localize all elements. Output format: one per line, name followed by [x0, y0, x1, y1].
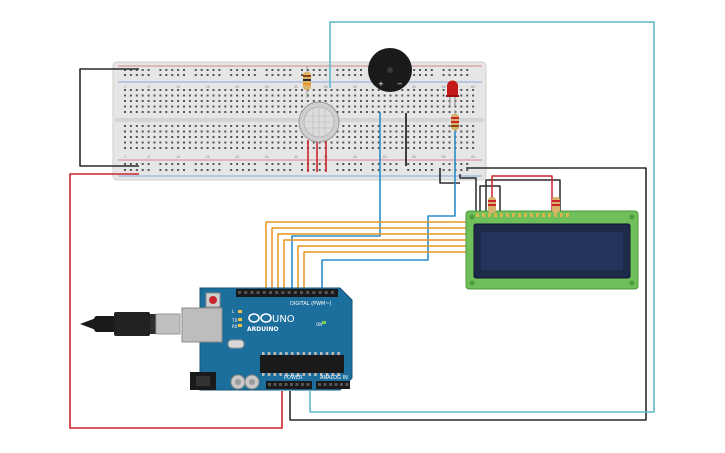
- row-number: 25: [265, 85, 269, 89]
- resistor-lcd-right[interactable]: [552, 197, 560, 213]
- row-number: 60: [471, 155, 475, 159]
- row-number: 20: [235, 85, 239, 89]
- wires: [69, 21, 655, 429]
- power-label: POWER: [284, 375, 303, 381]
- row-number: 20: [235, 155, 239, 159]
- row-number: 5: [148, 155, 150, 159]
- row-number: 55: [442, 85, 446, 89]
- breadboard-holes: [124, 69, 475, 171]
- lcd-display[interactable]: [465, 210, 639, 290]
- resistor-led[interactable]: [451, 110, 459, 132]
- row-number: 45: [383, 155, 387, 159]
- analog-label: ANALOG IN: [320, 375, 348, 381]
- wire-black-left-loop[interactable]: [79, 68, 139, 167]
- breadboard-row-numbers: 1155101015152020252530303535404045455050…: [124, 85, 475, 159]
- wire-cyan-top[interactable]: [309, 21, 655, 413]
- led-red[interactable]: [446, 80, 459, 107]
- rx-label: RX: [232, 324, 238, 329]
- resistor-lcd-left[interactable]: [488, 197, 496, 213]
- row-number: 40: [353, 85, 357, 89]
- row-number: 55: [442, 155, 446, 159]
- arduino-uno-board[interactable]: DIGITAL (PWM~) UNO ARDUINO L TX RX ON PO…: [181, 287, 353, 391]
- row-number: 60: [471, 85, 475, 89]
- row-number: 30: [294, 85, 298, 89]
- tx-label: TX: [231, 318, 237, 323]
- reset-button[interactable]: [209, 296, 217, 304]
- buzzer-minus-label: −: [397, 80, 403, 88]
- model-label: UNO: [272, 314, 295, 325]
- lcd-pin-header: [476, 213, 569, 217]
- row-number: 35: [324, 85, 328, 89]
- sensor-mesh: [305, 108, 333, 136]
- arduino-logo-icon: [248, 313, 272, 323]
- row-number: 15: [206, 155, 210, 159]
- row-number: 10: [176, 85, 180, 89]
- microcontroller-chip: [260, 355, 344, 373]
- power-header: [266, 381, 312, 389]
- row-number: 50: [412, 155, 416, 159]
- buzzer-plus-label: +: [378, 80, 384, 88]
- row-number: 1: [124, 155, 126, 159]
- row-number: 15: [206, 85, 210, 89]
- usb-cable[interactable]: [80, 312, 181, 336]
- wire-black-ground[interactable]: [289, 167, 647, 421]
- digital-header: [236, 289, 338, 297]
- arduino-logo-text: ARDUINO: [247, 326, 278, 333]
- row-number: 1: [124, 85, 126, 89]
- wire-red-power[interactable]: [69, 173, 283, 429]
- wire-blue-led[interactable]: [321, 128, 456, 288]
- row-number: 30: [294, 155, 298, 159]
- on-label: ON: [316, 322, 322, 327]
- l-label: L: [232, 309, 235, 314]
- digital-label: DIGITAL (PWM~): [290, 301, 332, 307]
- row-number: 5: [148, 85, 150, 89]
- row-number: 10: [176, 155, 180, 159]
- resistor-sensor[interactable]: [303, 66, 311, 98]
- row-number: 50: [412, 85, 416, 89]
- wire-blue-buzzer[interactable]: [291, 112, 381, 288]
- buzzer[interactable]: + −: [368, 48, 412, 92]
- wires-lcd-data[interactable]: [265, 221, 476, 288]
- row-number: 40: [353, 155, 357, 159]
- analog-header: [316, 381, 350, 389]
- gas-sensor[interactable]: [298, 101, 340, 143]
- usb-port: [181, 307, 223, 343]
- row-number: 25: [265, 155, 269, 159]
